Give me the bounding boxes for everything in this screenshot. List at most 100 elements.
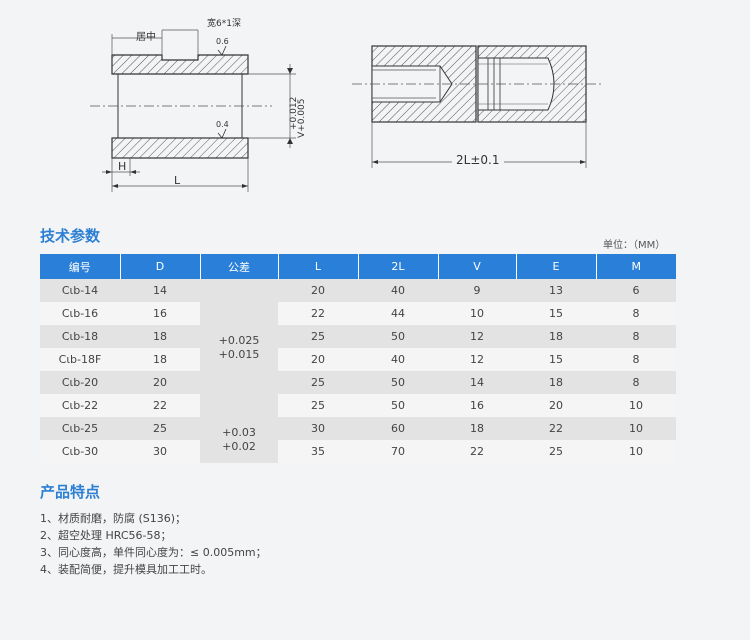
cell-v: 10: [438, 302, 516, 325]
cell-v: 14: [438, 371, 516, 394]
cell-code: Cιb-25: [40, 417, 120, 440]
header-tolerance: 公差: [200, 254, 279, 279]
cell-2l: 40: [358, 348, 438, 371]
cell-d: 30: [120, 440, 200, 463]
cell-v: 12: [438, 348, 516, 371]
table-row: Cιb-14 14 +0.025 +0.015 20 40 9 13 6: [40, 279, 676, 417]
table-row: Cιb-25 25 +0.03 +0.02 30 60 18 22 10: [40, 417, 676, 463]
cell-l: 35: [278, 440, 358, 463]
cell-2l: 50: [358, 371, 438, 394]
header-code: 编号: [40, 254, 121, 279]
feature-item: 1、材质耐磨，防腐 (S136)；: [40, 512, 187, 525]
cell-m: 8: [596, 302, 676, 325]
table-row: Cιb-22 22 25 50 16 20 10: [40, 394, 676, 417]
feature-item: 2、超空处理 HRC56-58；: [40, 529, 172, 542]
table-row: Cιb-18F 18 20 40 12 15 8: [40, 348, 676, 371]
tolerance-cell-b: +0.03 +0.02: [200, 417, 278, 463]
cell-e: 13: [516, 279, 596, 302]
cell-d: 16: [120, 302, 200, 325]
cell-v: 18: [438, 417, 516, 440]
label-tol-upper: +0.012: [289, 97, 299, 130]
cell-v: 12: [438, 325, 516, 348]
label-tol-v: V+0.005: [297, 99, 307, 138]
table-row: Cιb-30 30 35 70 22 25 10: [40, 440, 676, 463]
cell-d: 18: [120, 325, 200, 348]
cell-d: 25: [120, 417, 200, 440]
cell-l: 25: [278, 394, 358, 417]
label-center: 居中: [136, 30, 156, 43]
cell-2l: 44: [358, 302, 438, 325]
header-v: V: [438, 254, 517, 279]
cell-l: 25: [278, 325, 358, 348]
tolerance-b-lower: +0.02: [222, 440, 256, 453]
cell-l: 20: [278, 279, 358, 302]
cell-code: Cιb-14: [40, 279, 120, 302]
cell-d: 14: [120, 279, 200, 302]
cell-m: 10: [596, 417, 676, 440]
header-m: M: [596, 254, 676, 279]
cell-m: 8: [596, 371, 676, 394]
table-row: Cιb-16 16 22 44 10 15 8: [40, 302, 676, 325]
header-2l: 2L: [358, 254, 439, 279]
technical-drawings: 居中 宽6*1深 0.6 0.4 V+0.005 +0.012 H L 2L: [90, 17, 604, 192]
cell-d: 20: [120, 371, 200, 394]
cell-code: Cιb-18F: [40, 348, 120, 371]
cell-2l: 50: [358, 394, 438, 417]
label-roughness-1: 0.6: [216, 37, 229, 46]
cell-e: 15: [516, 348, 596, 371]
features-section-title: 产品特点: [40, 483, 101, 501]
cell-v: 9: [438, 279, 516, 302]
cell-m: 8: [596, 325, 676, 348]
label-dim-h: H: [118, 160, 126, 173]
cell-l: 30: [278, 417, 358, 440]
cell-2l: 40: [358, 279, 438, 302]
tolerance-b-upper: +0.03: [222, 426, 256, 439]
feature-item: 4、装配简便，提升模具加工工时。: [40, 563, 212, 576]
cell-code: Cιb-30: [40, 440, 120, 463]
cell-l: 20: [278, 348, 358, 371]
cell-2l: 60: [358, 417, 438, 440]
header-e: E: [516, 254, 597, 279]
tolerance-a-lower: +0.015: [218, 348, 260, 361]
cell-m: 8: [596, 348, 676, 371]
cell-d: 22: [120, 394, 200, 417]
spec-section-title: 技术参数: [40, 227, 101, 245]
cell-m: 6: [596, 279, 676, 302]
cell-e: 25: [516, 440, 596, 463]
spec-table-header: 编号 D 公差 L 2L V E M: [40, 254, 676, 279]
tolerance-cell-a: +0.025 +0.015: [200, 279, 278, 417]
label-dim-l: L: [174, 174, 181, 187]
feature-item: 3、同心度高，单件同心度为：≤ 0.005mm；: [40, 546, 267, 559]
cell-code: Cιb-18: [40, 325, 120, 348]
tolerance-a-upper: +0.025: [218, 334, 260, 347]
cell-2l: 50: [358, 325, 438, 348]
cell-e: 18: [516, 371, 596, 394]
cell-code: Cιb-20: [40, 371, 120, 394]
cell-v: 16: [438, 394, 516, 417]
table-row: Cιb-20 20 25 50 14 18 8: [40, 371, 676, 394]
cell-e: 15: [516, 302, 596, 325]
unit-label: 单位：（MM）: [603, 240, 666, 251]
header-l: L: [278, 254, 359, 279]
table-row: Cιb-18 18 25 50 12 18 8: [40, 325, 676, 348]
cell-m: 10: [596, 440, 676, 463]
cell-l: 25: [278, 371, 358, 394]
cell-m: 10: [596, 394, 676, 417]
features-list: 1、材质耐磨，防腐 (S136)； 2、超空处理 HRC56-58； 3、同心度…: [40, 510, 267, 578]
assembly-section-drawing: 2L±0.1: [352, 45, 604, 168]
header-d: D: [120, 254, 201, 279]
cell-l: 22: [278, 302, 358, 325]
cell-d: 18: [120, 348, 200, 371]
cell-code: Cιb-22: [40, 394, 120, 417]
cell-e: 18: [516, 325, 596, 348]
cell-e: 22: [516, 417, 596, 440]
spec-table: 编号 D 公差 L 2L V E M Cιb-14 14 +0.025 +0.0…: [40, 254, 676, 463]
cell-2l: 70: [358, 440, 438, 463]
cell-v: 22: [438, 440, 516, 463]
cell-e: 20: [516, 394, 596, 417]
bushing-section-drawing: 居中 宽6*1深 0.6 0.4 V+0.005 +0.012 H L: [90, 17, 307, 192]
label-dim-2l: 2L±0.1: [456, 153, 499, 167]
label-groove: 宽6*1深: [207, 17, 241, 29]
cell-code: Cιb-16: [40, 302, 120, 325]
label-roughness-2: 0.4: [216, 120, 229, 129]
